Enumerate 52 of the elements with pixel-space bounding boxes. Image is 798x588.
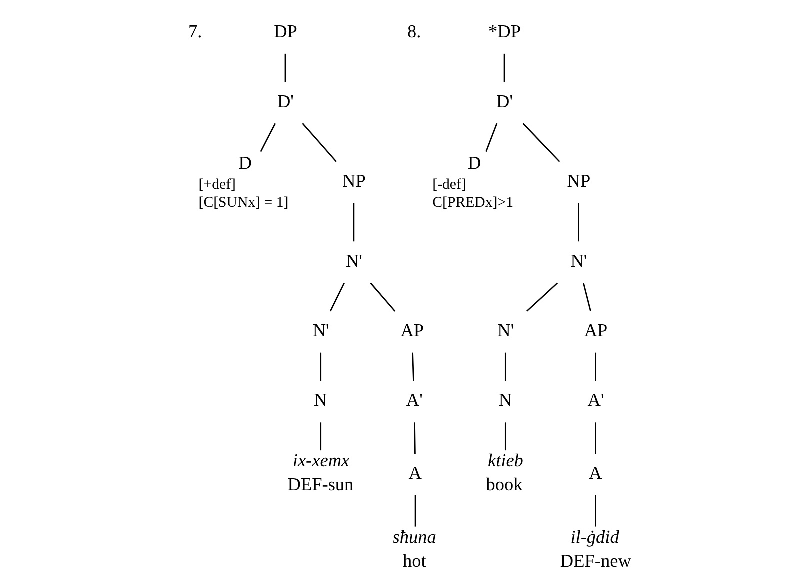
- node-label: [+def]: [198, 176, 236, 193]
- connector: [353, 204, 355, 242]
- node-text: ktieb book: [486, 450, 524, 495]
- node-text: A: [588, 463, 602, 484]
- connector: [486, 123, 498, 152]
- node-text: NP: [567, 171, 591, 192]
- node-text: A': [588, 390, 604, 410]
- node-text: D: [468, 152, 482, 173]
- connector: [260, 123, 276, 152]
- connector: [414, 495, 416, 527]
- node-text: N: [314, 390, 328, 410]
- connector: [330, 282, 345, 312]
- label: 7.: [188, 22, 202, 42]
- node-text: NP: [342, 171, 366, 192]
- node-text: D': [278, 91, 294, 112]
- node-text: DP: [274, 22, 298, 42]
- connector: [414, 422, 416, 454]
- node-label: [C[SUNx] = 1]: [198, 195, 289, 212]
- node-text: D': [496, 91, 514, 112]
- connector: [504, 54, 506, 82]
- connector: [320, 352, 322, 381]
- connector: [284, 54, 286, 82]
- connector: [582, 283, 592, 312]
- node-text: AP: [400, 320, 424, 341]
- node-label: C[PREDx]>1: [432, 195, 514, 212]
- node-text: A: [408, 463, 422, 484]
- node-text: N: [498, 390, 512, 410]
- connector: [595, 495, 596, 527]
- node-text: AP: [584, 320, 608, 341]
- label: 8.: [408, 22, 422, 42]
- connector: [504, 352, 506, 381]
- node-text: N': [570, 250, 588, 271]
- node-text: ix-xemx DEF-sun: [288, 450, 354, 495]
- node-text: N': [312, 320, 330, 341]
- connector: [320, 422, 322, 451]
- node-text: *DP: [488, 22, 522, 42]
- connector: [595, 352, 596, 381]
- node-text: N': [346, 250, 362, 271]
- connector: [412, 352, 414, 382]
- connector: [504, 422, 506, 451]
- connector: [578, 204, 580, 242]
- node-text: sħuna hot: [392, 527, 436, 571]
- connector: [595, 422, 596, 454]
- connector: [526, 282, 558, 312]
- node-text: A': [406, 390, 423, 410]
- connector: [302, 123, 337, 162]
- node-label: [-def]: [432, 176, 466, 193]
- connector: [370, 282, 396, 312]
- connector: [522, 123, 560, 162]
- node-text: il-ġdid DEF-new: [560, 527, 632, 571]
- node-text: D: [238, 152, 252, 173]
- node-text: N': [498, 320, 514, 341]
